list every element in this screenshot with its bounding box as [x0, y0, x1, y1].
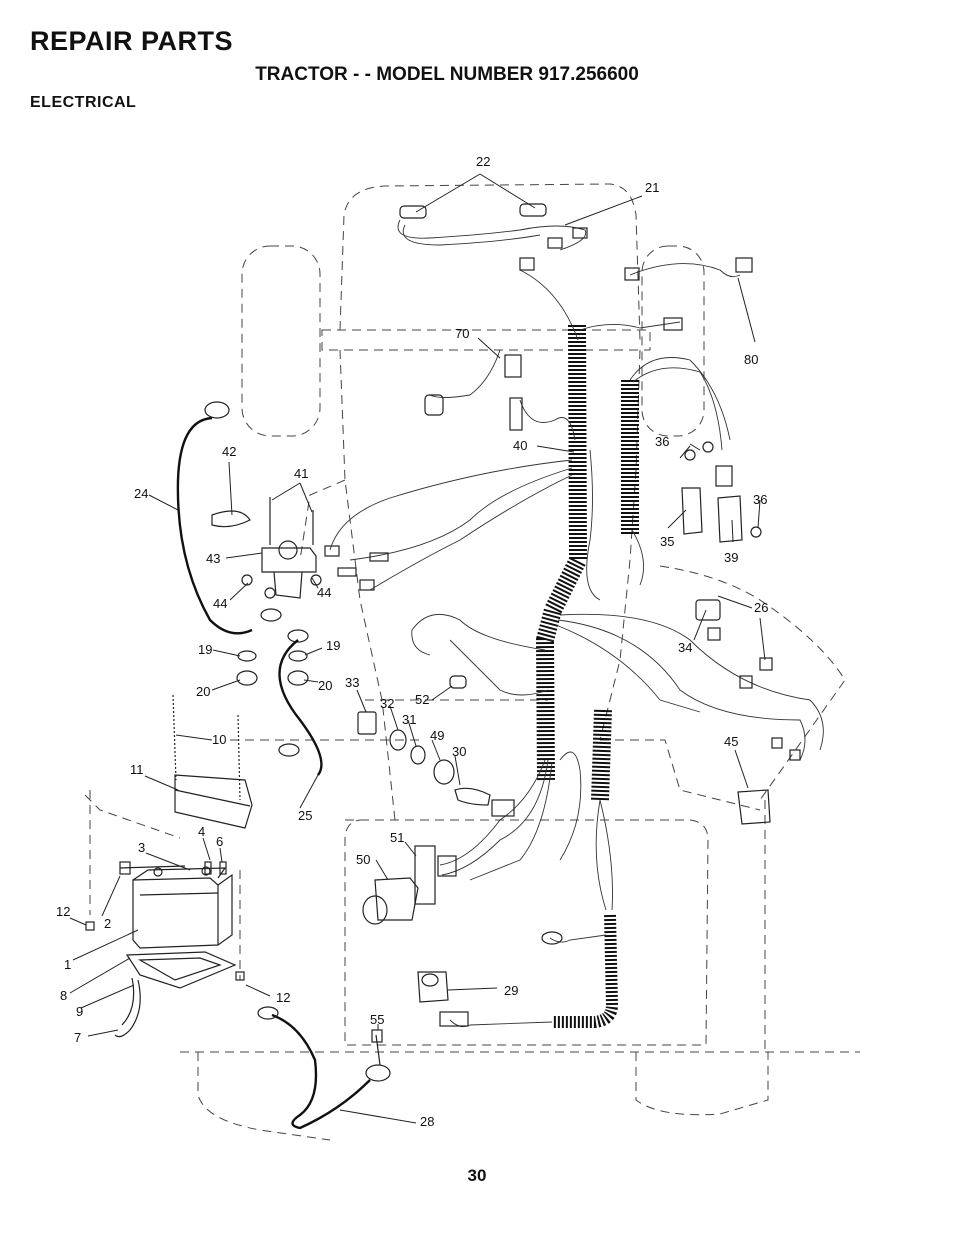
callout-51: 51 [390, 830, 404, 845]
callout-22: 22 [476, 154, 490, 169]
callout-31: 31 [402, 712, 416, 727]
category-title: ELECTRICAL [30, 94, 137, 111]
callout-44b: 44 [317, 585, 331, 600]
page-number: 30 [467, 1166, 487, 1185]
model-title: TRACTOR - - MODEL NUMBER 917.256600 [255, 64, 639, 85]
callout-41: 41 [294, 466, 308, 481]
callout-36a: 36 [655, 434, 669, 449]
callout-25: 25 [298, 808, 312, 823]
callout-43: 43 [206, 551, 220, 566]
callout-49: 49 [430, 728, 444, 743]
callout-33: 33 [345, 675, 359, 690]
callout-1: 1 [64, 957, 71, 972]
callout-21: 21 [645, 180, 659, 195]
callout-42: 42 [222, 444, 236, 459]
callout-20a: 20 [196, 684, 210, 699]
callout-80: 80 [744, 352, 758, 367]
leader-lines [69, 173, 766, 1124]
headlight-harness [397, 203, 753, 281]
callout-34: 34 [678, 640, 692, 655]
callout-55: 55 [370, 1012, 384, 1027]
callout-7: 7 [74, 1030, 81, 1045]
callout-50: 50 [356, 852, 370, 867]
callout-39: 39 [724, 550, 738, 565]
callout-28: 28 [420, 1114, 434, 1129]
callout-10: 10 [212, 732, 226, 747]
callout-20b: 20 [318, 678, 332, 693]
callout-40: 40 [513, 438, 527, 453]
callout-6: 6 [216, 834, 223, 849]
callout-45: 45 [724, 734, 738, 749]
switch-parts [324, 317, 801, 1027]
battery-assembly [85, 694, 253, 1038]
callout-26: 26 [754, 600, 768, 615]
solenoid-and-cables [176, 401, 391, 1130]
callout-32: 32 [380, 696, 394, 711]
callout-19b: 19 [326, 638, 340, 653]
callout-44a: 44 [213, 596, 227, 611]
tractor-outline [84, 183, 860, 1141]
section-title: REPAIR PARTS [30, 26, 234, 56]
callout-numbers: 22 21 80 70 40 36 36 35 39 26 34 45 42 4… [56, 154, 768, 1129]
wiring-harness [329, 269, 824, 1028]
callout-52: 52 [415, 692, 429, 707]
callout-4: 4 [198, 824, 205, 839]
callout-8: 8 [60, 988, 67, 1003]
callout-12b: 12 [276, 990, 290, 1005]
callout-3: 3 [138, 840, 145, 855]
callout-35: 35 [660, 534, 674, 549]
callout-70: 70 [455, 326, 469, 341]
callout-29: 29 [504, 983, 518, 998]
callout-12a: 12 [56, 904, 70, 919]
callout-36b: 36 [753, 492, 767, 507]
callout-2: 2 [104, 916, 111, 931]
callout-24: 24 [134, 486, 148, 501]
callout-30: 30 [452, 744, 466, 759]
callout-11: 11 [130, 762, 144, 777]
callout-9: 9 [76, 1004, 83, 1019]
callout-19a: 19 [198, 642, 212, 657]
